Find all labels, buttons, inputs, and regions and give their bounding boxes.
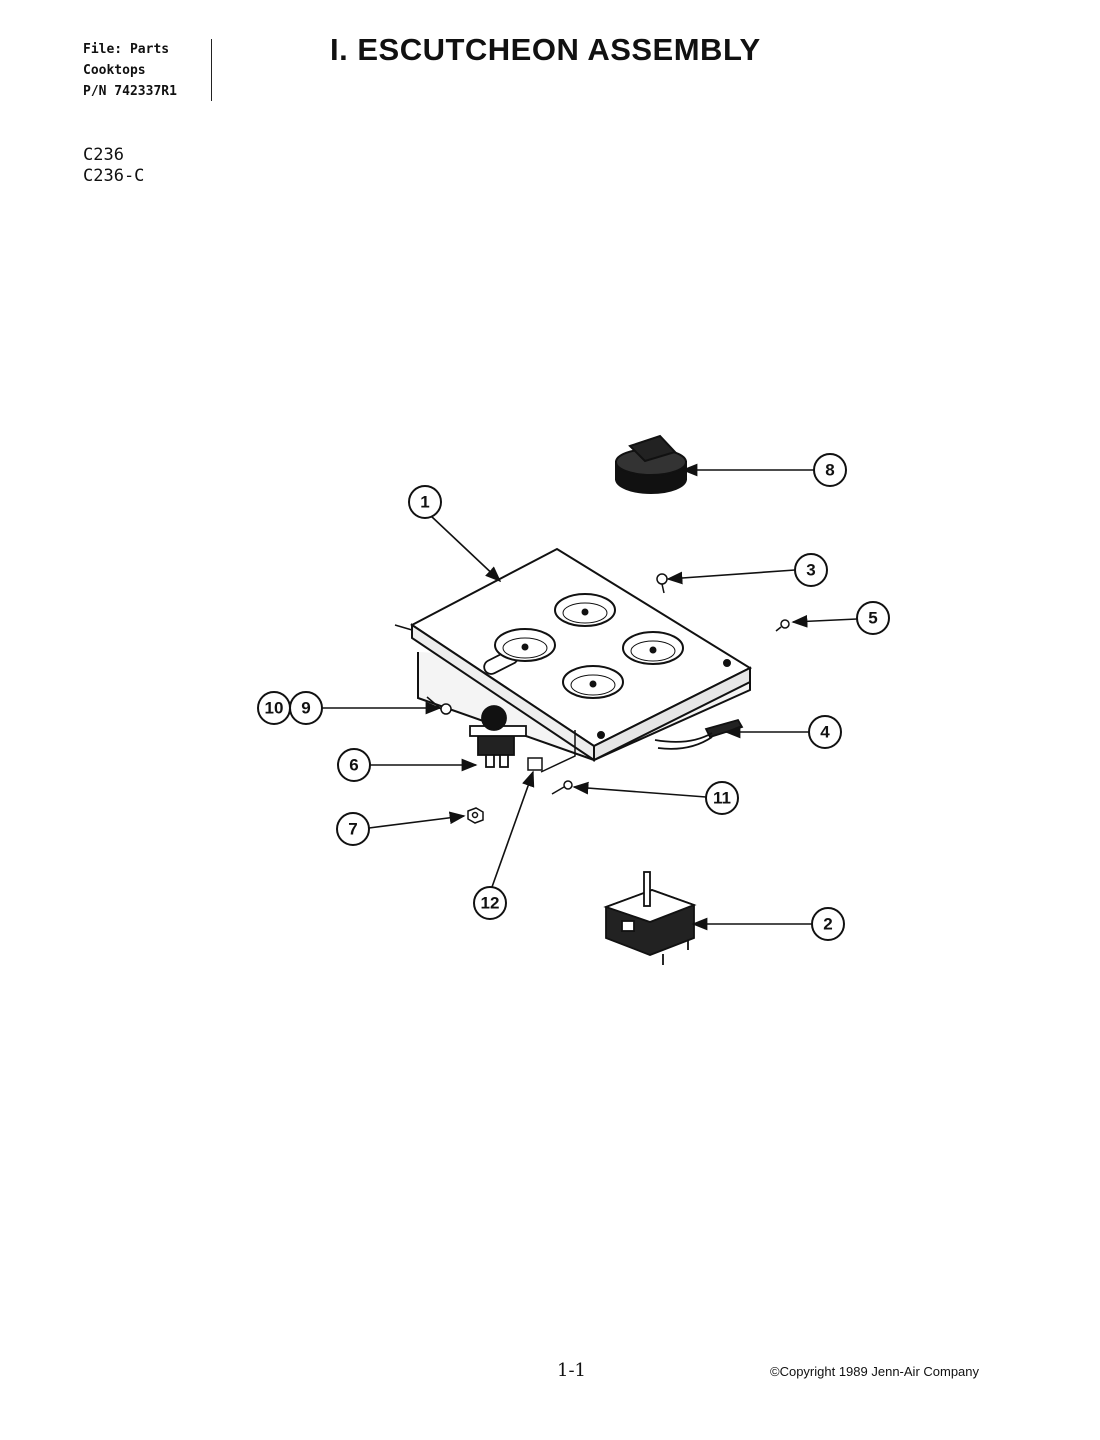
svg-text:6: 6 <box>349 756 358 775</box>
burner-opening-4 <box>562 665 624 699</box>
leader-lines <box>322 463 858 931</box>
leader-1 <box>430 515 502 583</box>
svg-text:5: 5 <box>868 609 877 628</box>
svg-text:7: 7 <box>348 820 357 839</box>
leader-3 <box>666 569 796 585</box>
page-title: I. ESCUTCHEON ASSEMBLY <box>330 32 761 67</box>
leader-5 <box>791 614 858 628</box>
svg-text:10: 10 <box>265 699 284 718</box>
switch-assembly <box>469 705 527 768</box>
callout-12: 12 <box>473 886 507 920</box>
callout-5: 5 <box>856 601 890 635</box>
svg-text:12: 12 <box>481 894 500 913</box>
file-line-2: Cooktops <box>83 63 146 78</box>
control-knob <box>615 434 687 494</box>
callout-6: 6 <box>337 748 371 782</box>
callout-2: 2 <box>811 907 845 941</box>
burner-opening-1 <box>554 593 616 627</box>
svg-text:9: 9 <box>301 699 310 718</box>
svg-text:1: 1 <box>420 493 429 512</box>
screw-3 <box>656 573 668 594</box>
callout-7: 7 <box>336 812 370 846</box>
callout-8: 8 <box>813 453 847 487</box>
file-line-1: File: Parts <box>83 42 170 57</box>
callout-11: 11 <box>705 781 739 815</box>
svg-text:4: 4 <box>820 723 830 742</box>
screw-5 <box>775 619 790 632</box>
file-line-3: P/N 742337R1 <box>83 84 177 99</box>
escutcheon-panel <box>394 547 753 762</box>
nut-7 <box>467 807 484 824</box>
callout-4: 4 <box>808 715 842 749</box>
leader-7 <box>368 811 466 829</box>
wire-bracket <box>654 718 744 750</box>
model-number-1: C236 <box>83 145 124 165</box>
copyright-notice: ©Copyright 1989 Jenn-Air Company <box>770 1364 980 1379</box>
leader-11 <box>572 781 707 798</box>
file-info-block: File: Parts Cooktops P/N 742337R1 <box>83 39 212 101</box>
page-number: 1-1 <box>557 1360 586 1381</box>
mounting-bracket <box>527 730 576 795</box>
svg-text:3: 3 <box>806 561 815 580</box>
model-list: C236 C236-C <box>83 145 144 187</box>
burner-opening-2 <box>494 628 556 662</box>
burner-opening-3 <box>622 631 684 665</box>
callout-10: 10 <box>257 691 291 725</box>
model-number-2: C236-C <box>83 166 145 186</box>
callout-9: 9 <box>289 691 323 725</box>
svg-text:11: 11 <box>713 789 731 808</box>
infinite-switch <box>603 871 697 965</box>
svg-text:8: 8 <box>825 461 834 480</box>
callout-1: 1 <box>408 485 442 519</box>
svg-text:2: 2 <box>823 915 832 934</box>
leader-12 <box>491 770 535 888</box>
callout-3: 3 <box>794 553 828 587</box>
